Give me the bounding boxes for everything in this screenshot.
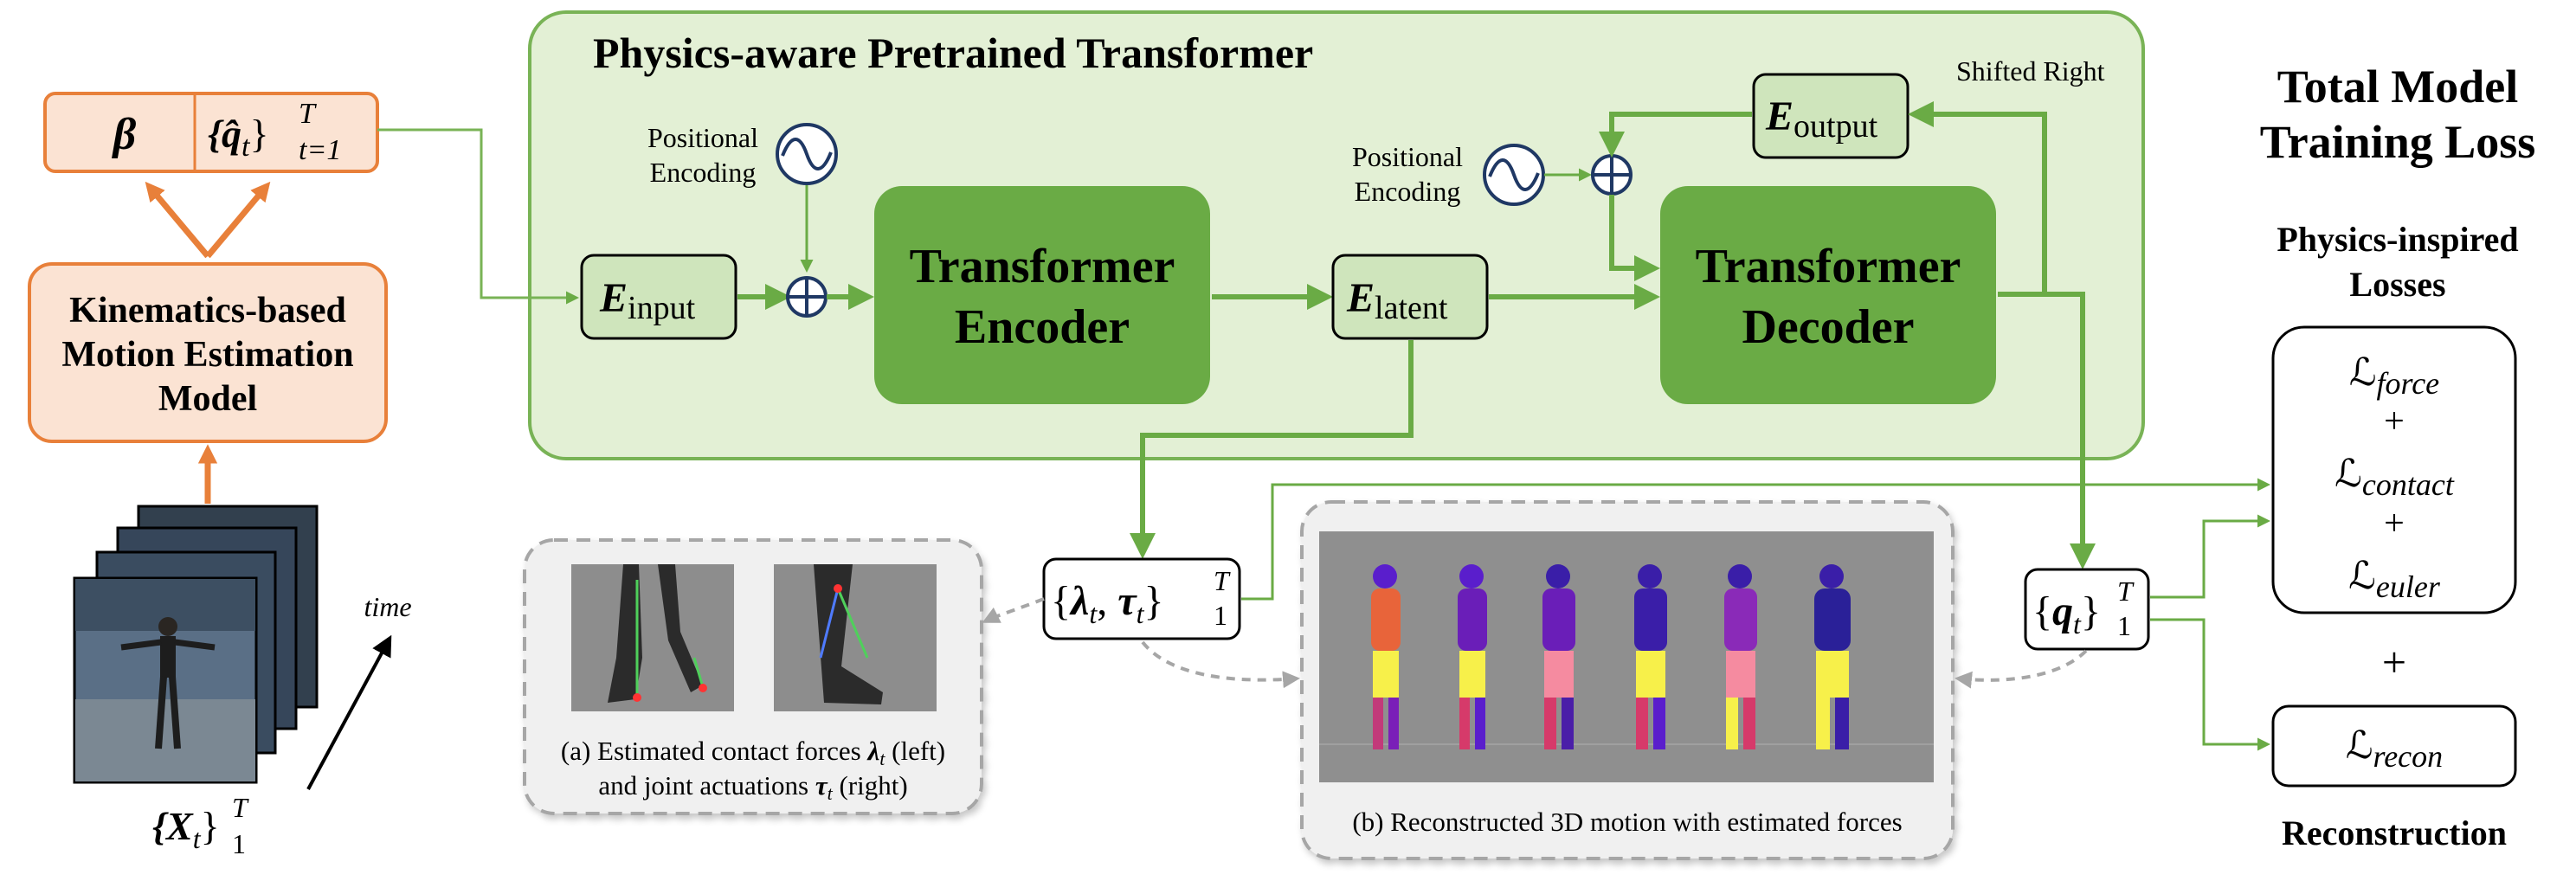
e-latent-box: Elatent bbox=[1331, 254, 1489, 340]
svg-text:{qt}: {qt} bbox=[2032, 588, 2101, 640]
svg-text:{λt, τt}: {λt, τt} bbox=[1051, 578, 1164, 629]
reconstruction-label: Reconstruction bbox=[2282, 813, 2507, 852]
contact-forces-image-left bbox=[571, 564, 734, 711]
svg-text:Eoutput: Eoutput bbox=[1765, 93, 1878, 145]
latent-to-lambda-line bbox=[1130, 340, 1414, 559]
q-hat-label: {q̂t} bbox=[208, 112, 269, 163]
svg-text:1: 1 bbox=[2117, 610, 2131, 641]
svg-text:Encoder: Encoder bbox=[955, 300, 1130, 354]
e-output-box: Eoutput bbox=[1752, 73, 1909, 159]
transformer-decoder-box: Transformer Decoder bbox=[1660, 186, 1996, 404]
time-arrow bbox=[306, 634, 392, 790]
svg-text:T: T bbox=[232, 792, 249, 823]
svg-text:Encoding: Encoding bbox=[650, 157, 757, 188]
positional-encoding-left: Positional Encoding bbox=[647, 122, 838, 188]
dashed-link-lambda-to-panel-b bbox=[1141, 640, 1300, 689]
joint-actuations-image-right bbox=[774, 564, 937, 711]
panel-title: Physics-aware Pretrained Transformer bbox=[593, 29, 1313, 77]
loss-panel: Total Model Training Loss Physics-inspir… bbox=[2260, 61, 2536, 852]
lambda-to-loss-line bbox=[1241, 478, 2270, 601]
svg-text:Encoding: Encoding bbox=[1355, 176, 1461, 207]
l-contact: ℒcontact bbox=[2334, 453, 2455, 502]
physics-losses-line1: Physics-inspired bbox=[2277, 220, 2518, 259]
video-frame-front bbox=[73, 576, 258, 784]
beta-symbol: β bbox=[112, 110, 137, 159]
add-circle-left bbox=[786, 276, 828, 318]
svg-text:(a) Estimated contact forces λ: (a) Estimated contact forces λt (left) bbox=[561, 736, 945, 769]
svg-text:1: 1 bbox=[232, 828, 246, 859]
lambda-tau-output-box: {λt, τt} T 1 bbox=[1042, 557, 1241, 640]
q-to-physics-loss-line bbox=[2150, 514, 2270, 599]
l-force: ℒforce bbox=[2349, 351, 2439, 401]
svg-text:Positional: Positional bbox=[1352, 141, 1463, 172]
svg-text:1: 1 bbox=[1214, 600, 1227, 631]
q-to-recon-loss-line bbox=[2150, 618, 2270, 751]
kinematics-model-box: Kinematics-based Motion Estimation Model bbox=[28, 262, 388, 443]
input-parameter-box: β {q̂t} T t=1 bbox=[43, 92, 379, 173]
svg-text:Transformer: Transformer bbox=[1696, 240, 1961, 293]
l-recon: ℒrecon bbox=[2346, 724, 2443, 774]
svg-text:Positional: Positional bbox=[647, 122, 758, 153]
positional-encoding-right: Positional Encoding bbox=[1352, 141, 1545, 207]
q-hat-range: t=1 bbox=[299, 134, 341, 166]
e-input-box: Einput bbox=[580, 254, 737, 340]
q-output-box: {qt} T 1 bbox=[2024, 568, 2150, 651]
plus-1: + bbox=[2384, 402, 2405, 441]
decoder-to-q-output-line bbox=[1998, 292, 2096, 569]
transformer-encoder-box: Transformer Encoder bbox=[874, 186, 1210, 404]
plus-2: + bbox=[2384, 504, 2405, 543]
svg-text:Elatent: Elatent bbox=[1346, 275, 1448, 326]
frames-label: {Xt} T 1 bbox=[152, 792, 249, 859]
q-hat-sup: T bbox=[299, 98, 317, 130]
svg-text:Motion Estimation: Motion Estimation bbox=[61, 335, 353, 375]
input-to-e-input-line bbox=[377, 128, 579, 305]
recon-loss-box bbox=[2271, 704, 2517, 788]
time-label: time bbox=[364, 591, 411, 622]
arrow-to-beta bbox=[145, 181, 210, 259]
svg-text:Model: Model bbox=[158, 379, 257, 419]
loss-title-line2: Training Loss bbox=[2260, 116, 2536, 168]
add-to-decoder-line bbox=[1609, 195, 1660, 281]
l-euler: ℒeuler bbox=[2348, 555, 2441, 604]
physics-losses-line2: Losses bbox=[2349, 265, 2445, 304]
caption-a: (a) Estimated contact forces λt (left) a… bbox=[561, 736, 945, 804]
svg-text:T: T bbox=[1214, 565, 1231, 596]
svg-text:Einput: Einput bbox=[599, 275, 696, 326]
dashed-link-q-to-panel-b bbox=[1955, 649, 2088, 689]
reconstructed-motion-image bbox=[1319, 531, 1934, 782]
svg-text:{Xt}: {Xt} bbox=[152, 804, 220, 854]
svg-text:Decoder: Decoder bbox=[1742, 300, 1914, 354]
plus-3: + bbox=[2382, 638, 2406, 686]
e-output-to-add-line bbox=[1599, 112, 1752, 158]
svg-text:Transformer: Transformer bbox=[910, 240, 1175, 293]
loss-title-line1: Total Model bbox=[2277, 61, 2519, 113]
svg-text:and joint actuations τt (right: and joint actuations τt (right) bbox=[598, 770, 907, 804]
shifted-right-label: Shifted Right bbox=[1956, 55, 2105, 87]
arrow-to-q-hat bbox=[205, 181, 271, 259]
caption-b: (b) Reconstructed 3D motion with estimat… bbox=[1352, 807, 1902, 837]
video-frames-stack bbox=[73, 505, 319, 784]
svg-text:T: T bbox=[2117, 576, 2135, 607]
svg-text:Kinematics-based: Kinematics-based bbox=[69, 291, 346, 331]
dashed-link-to-panel-a bbox=[982, 597, 1045, 623]
physics-losses-box bbox=[2271, 325, 2517, 614]
add-circle-right bbox=[1591, 154, 1633, 196]
